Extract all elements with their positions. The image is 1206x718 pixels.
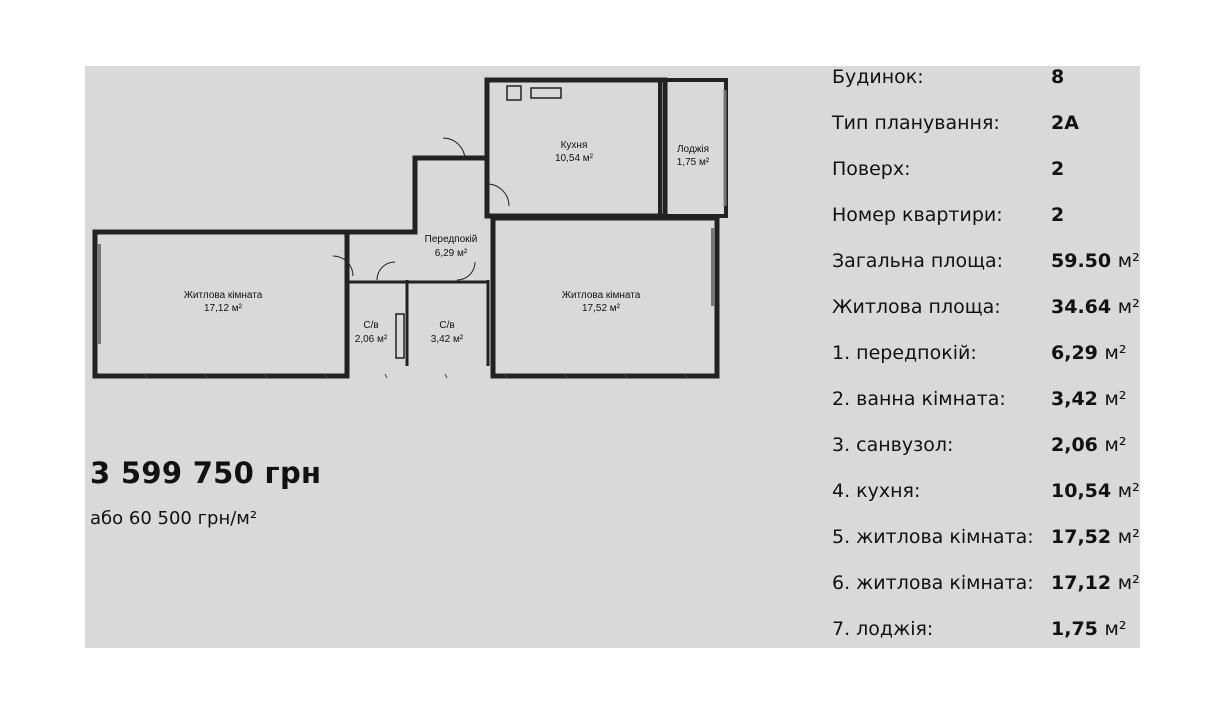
spec-label: 6. житлова кімната:	[832, 572, 1034, 594]
spec-value: 6,29 м²	[1051, 342, 1127, 364]
spec-value: 2A	[1051, 112, 1079, 134]
room-hall-area: 6,29 м²	[435, 248, 468, 259]
spec-value: 2	[1051, 204, 1065, 226]
stove-fixture	[506, 85, 522, 101]
floor-plan: Кухня 10,54 м² Лоджія 1,75 м² Передпокій…	[92, 77, 728, 379]
room-wc-area: 2,06 м²	[355, 334, 388, 345]
room-living-left-name: Житлова кімната	[184, 290, 263, 301]
spec-label: Будинок:	[832, 66, 924, 88]
door-arc-1	[332, 255, 354, 277]
price-per-m2: або 60 500 грн/м²	[90, 508, 258, 529]
spec-value: 17,52 м²	[1051, 526, 1140, 548]
room-loggia-area: 1,75 м²	[677, 157, 710, 168]
spec-label: 1. передпокій:	[832, 342, 977, 364]
sink-fixture	[530, 87, 562, 99]
spec-value: 17,12 м²	[1051, 572, 1140, 594]
door-arc-3	[456, 261, 476, 281]
door-arc-2	[376, 261, 396, 281]
spec-value: 59.50 м²	[1051, 250, 1140, 272]
spec-label: 4. кухня:	[832, 480, 921, 502]
door-arc-4	[442, 137, 466, 161]
spec-label: 7. лоджія:	[832, 618, 934, 640]
spec-label: 5. житлова кімната:	[832, 526, 1034, 548]
room-bath-area: 3,42 м²	[431, 334, 464, 345]
spec-value: 2	[1051, 158, 1065, 180]
room-living-right-area: 17,52 м²	[582, 303, 621, 314]
spec-value: 3,42 м²	[1051, 388, 1127, 410]
room-wc-name: С/в	[363, 320, 378, 331]
spec-value: 1,75 м²	[1051, 618, 1127, 640]
room-kitchen-name: Кухня	[561, 140, 588, 151]
spec-label: Номер квартири:	[832, 204, 1003, 226]
spec-label: Тип планування:	[832, 112, 1000, 134]
spec-label: Житлова площа:	[832, 296, 1001, 318]
spec-value: 8	[1051, 66, 1065, 88]
room-living-right-name: Житлова кімната	[562, 290, 641, 301]
room-loggia-name: Лоджія	[677, 144, 709, 155]
spec-value: 2,06 м²	[1051, 434, 1127, 456]
room-hall-name: Передпокій	[425, 234, 478, 245]
wall-hatching	[144, 373, 688, 379]
spec-value: 10,54 м²	[1051, 480, 1140, 502]
wall-hall	[347, 155, 487, 235]
spec-label: Поверх:	[832, 158, 911, 180]
room-living-left-area: 17,12 м²	[204, 303, 243, 314]
room-kitchen-area: 10,54 м²	[555, 153, 594, 164]
bath-fixture	[395, 313, 405, 359]
spec-label: 3. санвузол:	[832, 434, 954, 456]
door-arc-5	[486, 183, 510, 207]
spec-value: 34.64 м²	[1051, 296, 1140, 318]
room-bath-name: С/в	[439, 320, 454, 331]
total-price: 3 599 750 грн	[90, 456, 322, 490]
spec-label: Загальна площа:	[832, 250, 1004, 272]
spec-label: 2. ванна кімната:	[832, 388, 1006, 410]
apartment-sheet: Кухня 10,54 м² Лоджія 1,75 м² Передпокій…	[85, 66, 1140, 648]
wall-kitchen	[484, 77, 668, 219]
